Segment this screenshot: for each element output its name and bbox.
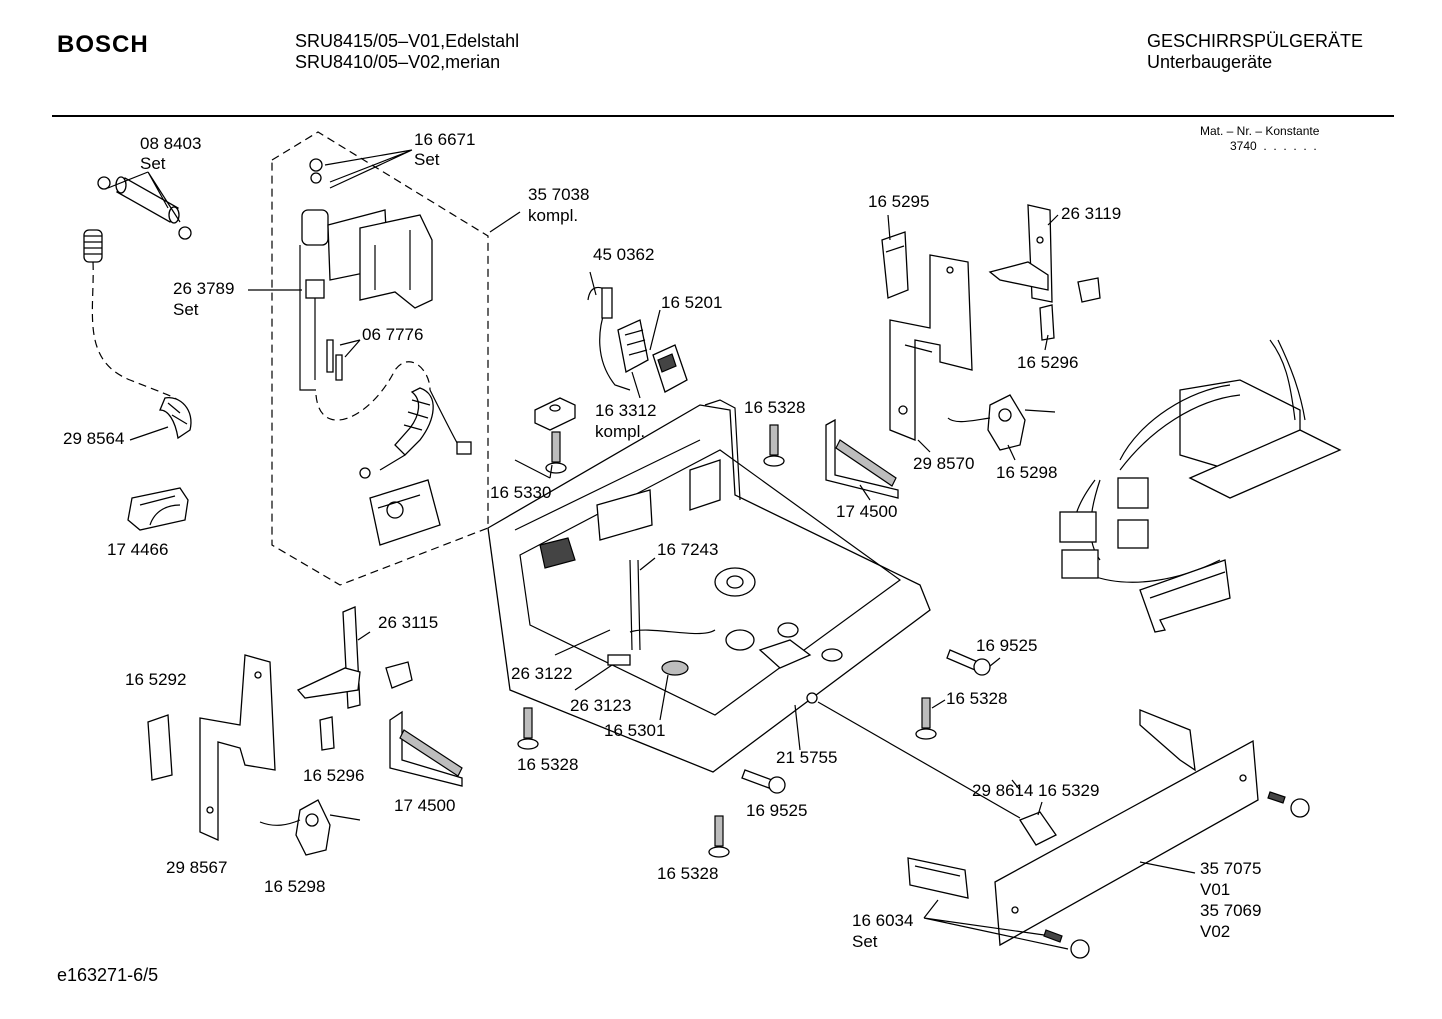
screw-165328-bottom-part	[708, 815, 730, 858]
label-set-4: Set	[852, 932, 878, 951]
leader-lines	[107, 149, 1196, 950]
mat-value: 3740 . . . . . .	[1230, 139, 1317, 153]
label-167243: 16 7243	[657, 540, 718, 559]
label-165328-c: 16 5328	[946, 689, 1007, 708]
label-174500-b: 17 4500	[394, 796, 455, 815]
label-165296-b: 16 5296	[303, 766, 364, 785]
bolt-169525-bottom-part	[741, 769, 786, 794]
label-165201: 16 5201	[661, 293, 722, 312]
cable-connector-450362-part	[587, 286, 631, 391]
bracket-263115-part	[296, 606, 361, 709]
label-263789: 26 3789	[173, 279, 234, 298]
label-set-1: Set	[140, 154, 166, 173]
label-450362: 45 0362	[593, 245, 654, 264]
knob-cap-right-part	[1267, 791, 1310, 818]
label-165328-d: 16 5328	[657, 864, 718, 883]
screw-165328-left-part	[545, 431, 567, 474]
label-298564: 29 8564	[63, 429, 124, 448]
label-169525-b: 16 9525	[746, 801, 807, 820]
screw-165328-right-part	[915, 697, 937, 740]
model-line-1: SRU8415/05–V01,Edelstahl	[295, 31, 520, 51]
label-kompl-2: kompl.	[595, 422, 645, 441]
label-298567: 29 8567	[166, 858, 227, 877]
small-clip-right-part	[1077, 277, 1101, 303]
label-357069: 35 7069	[1200, 901, 1261, 920]
label-298570: 29 8570	[913, 454, 974, 473]
label-169525-a: 16 9525	[976, 636, 1037, 655]
connector-165201-part	[652, 344, 688, 393]
actuator-165329-part	[1019, 811, 1057, 846]
bracket-174466-part	[127, 487, 189, 531]
category-line-2: Unterbaugeräte	[1147, 52, 1273, 72]
label-165295: 16 5295	[868, 192, 929, 211]
label-set-2: Set	[414, 150, 440, 169]
label-165328-b: 16 5328	[517, 755, 578, 774]
label-298614: 29 8614	[972, 781, 1033, 800]
bracket-165295-part	[881, 231, 909, 299]
category-line-1: GESCHIRRSPÜLGERÄTE	[1147, 31, 1364, 51]
switch-block-165330-part	[534, 397, 576, 431]
label-kompl-1: kompl.	[528, 206, 578, 225]
sensor-165298-bottom-part	[259, 799, 361, 856]
label-165298-a: 16 5298	[996, 463, 1057, 482]
terminal-166034-part	[907, 857, 969, 899]
base-tub-part	[487, 399, 1021, 819]
label-357038: 35 7038	[528, 185, 589, 204]
label-263119: 26 3119	[1061, 204, 1121, 223]
label-165328-a: 16 5328	[744, 398, 805, 417]
label-165329: 16 5329	[1038, 781, 1099, 800]
clip-165292-part	[147, 714, 173, 781]
label-166671: 16 6671	[414, 130, 475, 149]
label-163312: 16 3312	[595, 401, 656, 420]
brand-logo: BOSCH	[57, 31, 149, 58]
knob-cap-bottom-part	[1043, 929, 1090, 959]
bracket-panel-top-part	[1139, 709, 1196, 772]
label-165296-a: 16 5296	[1017, 353, 1078, 372]
wire-harness-part	[1059, 339, 1342, 583]
label-set-3: Set	[173, 300, 199, 319]
label-165292: 16 5292	[125, 670, 186, 689]
bolt-169525-right-part	[946, 649, 991, 676]
label-174500-a: 17 4500	[836, 502, 897, 521]
bracket-263119-part	[988, 204, 1053, 303]
label-215755: 21 5755	[776, 748, 837, 767]
switch-bracket-298570-part	[889, 254, 973, 441]
front-panel-357075-part	[994, 739, 1259, 947]
label-174466: 17 4466	[107, 540, 168, 559]
header-rule	[52, 115, 1394, 117]
label-357075: 35 7075	[1200, 859, 1261, 878]
bracket-lower-right-part	[1139, 559, 1231, 633]
model-line-2: SRU8410/05–V02,merian	[295, 52, 501, 72]
label-088403: 08 8403	[140, 134, 201, 153]
clip-165296-top-part	[1039, 304, 1055, 341]
mat-label: Mat. – Nr. – Konstante	[1200, 124, 1320, 138]
label-165330: 16 5330	[490, 483, 551, 502]
label-v02: V02	[1200, 922, 1230, 941]
coiled-cable-part	[359, 387, 472, 479]
clip-263115-side-part	[385, 661, 413, 689]
screw-165328-lower-part	[517, 707, 539, 750]
label-263122: 26 3122	[511, 664, 572, 683]
heater-174500-bottom-part	[389, 710, 463, 787]
label-263123: 26 3123	[570, 696, 631, 715]
drawing-id: e163271-6/5	[57, 965, 159, 985]
connector-163312-part	[617, 319, 649, 373]
switch-bracket-298567-part	[199, 654, 276, 842]
inlet-housing-part	[369, 479, 441, 546]
label-067776: 06 7776	[362, 325, 423, 344]
clip-165296-bottom-part	[319, 716, 335, 751]
hose-pipe-part	[97, 176, 192, 240]
label-v01: V01	[1200, 880, 1230, 899]
heater-174500-top-part	[825, 418, 899, 499]
label-263115: 26 3115	[378, 613, 438, 632]
label-165298-b: 16 5298	[264, 877, 325, 896]
label-165301: 16 5301	[604, 721, 665, 740]
sensor-165298-top-part	[947, 394, 1056, 451]
screw-165328-mid-part	[763, 424, 785, 467]
label-166034: 16 6034	[852, 911, 913, 930]
corrugated-hose-part	[83, 229, 192, 440]
water-inlet-valve-part	[299, 158, 433, 421]
